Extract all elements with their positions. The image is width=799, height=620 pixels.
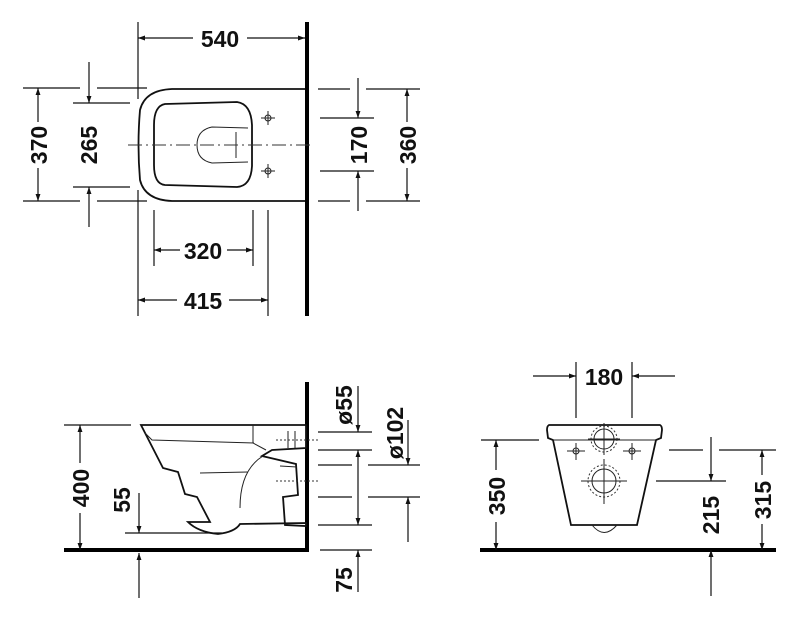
fixing-hole-icon (567, 443, 641, 460)
dim-inlet-diameter: ø55 (331, 385, 357, 425)
inlet-circle-icon (588, 423, 620, 455)
dim-400: 400 (68, 469, 94, 507)
dim-55: 55 (109, 487, 135, 513)
dim-315: 315 (750, 481, 776, 520)
dim-415: 415 (184, 288, 223, 314)
dim-170: 170 (346, 126, 372, 164)
side-view: 400 55 ø55 ø102 75 (64, 382, 420, 598)
dim-outlet-diameter: ø102 (382, 407, 408, 459)
dim-75: 75 (331, 567, 357, 593)
outlet-circle-icon (581, 459, 627, 504)
dim-370: 370 (26, 126, 52, 164)
bowl-profile-side (139, 424, 307, 535)
dim-360: 360 (395, 126, 421, 164)
seat-opening-top (196, 126, 249, 164)
top-view: 540 320 415 370 265 170 360 (23, 22, 421, 316)
dim-540: 540 (201, 26, 239, 52)
dim-320: 320 (184, 238, 222, 264)
front-view: 180 350 215 315 (480, 362, 776, 596)
dim-180: 180 (585, 364, 623, 390)
dim-350: 350 (484, 477, 510, 515)
fixing-hole-icon (261, 111, 275, 178)
dim-265: 265 (76, 126, 102, 165)
dim-215: 215 (698, 496, 724, 535)
